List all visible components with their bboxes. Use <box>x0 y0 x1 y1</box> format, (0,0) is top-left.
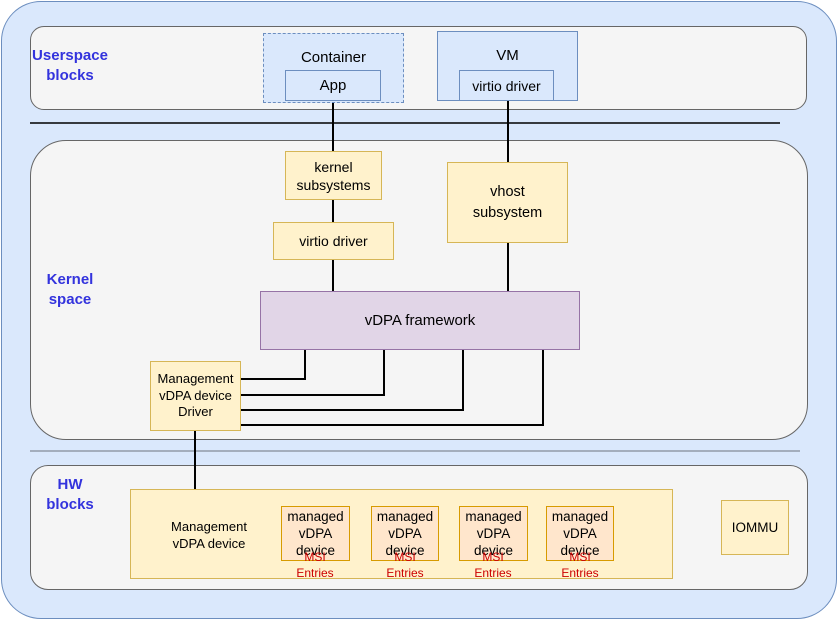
app-label: App <box>319 77 347 94</box>
wire-framework-driver-3 <box>240 350 464 411</box>
managed-device-label: managed vDPA device <box>287 509 344 558</box>
vhost-subsystem-box: vhost subsystem <box>447 162 568 243</box>
managed-device-3: managed vDPA device <box>459 506 528 561</box>
hw-label: HW blocks <box>46 476 94 513</box>
msi-entries-1: MSI Entries <box>296 550 334 580</box>
userspace-band <box>30 26 807 110</box>
msi-entries-4: MSI Entries <box>561 550 599 580</box>
managed-device-label: managed vDPA device <box>465 509 522 558</box>
kernel-virtio-driver-box: virtio driver <box>273 222 394 260</box>
vdpa-framework-label: vDPA framework <box>364 312 476 329</box>
iommu-label: IOMMU <box>731 520 779 535</box>
managed-device-2: managed vDPA device <box>371 506 439 561</box>
kernel-virtio-driver-label: virtio driver <box>299 233 368 249</box>
kernel-label: Kernel space <box>46 271 94 308</box>
managed-device-4: managed vDPA device <box>546 506 614 561</box>
managed-device-label: managed vDPA device <box>376 509 434 558</box>
container-title: Container <box>300 49 367 66</box>
vm-title: VM <box>496 47 519 64</box>
wire-framework-driver-4 <box>240 350 544 426</box>
kernel-subsystems-box: kernel subsystems <box>285 151 382 200</box>
iommu-box: IOMMU <box>721 500 789 555</box>
mgmt-driver-label: Management vDPA device Driver <box>157 371 234 420</box>
app-box: App <box>285 70 381 101</box>
vhost-subsystem-label: vhost subsystem <box>472 183 543 221</box>
vdpa-framework-box: vDPA framework <box>260 291 580 350</box>
userspace-label: Userspace blocks <box>32 47 108 84</box>
msi-entries-3: MSI Entries <box>474 550 512 580</box>
kernel-subsystems-label: kernel subsystems <box>296 158 371 193</box>
vm-virtio-driver-box: virtio driver <box>459 70 554 101</box>
mgmt-driver-box: Management vDPA device Driver <box>150 361 241 431</box>
managed-device-1: managed vDPA device <box>281 506 350 561</box>
msi-entries-2: MSI Entries <box>386 550 424 580</box>
mgmt-device-label: Management vDPA device <box>171 519 247 551</box>
vm-virtio-driver-label: virtio driver <box>472 77 541 94</box>
managed-device-label: managed vDPA device <box>551 509 609 558</box>
wire-framework-driver-2 <box>240 350 385 396</box>
wire-framework-driver-1 <box>240 350 306 380</box>
